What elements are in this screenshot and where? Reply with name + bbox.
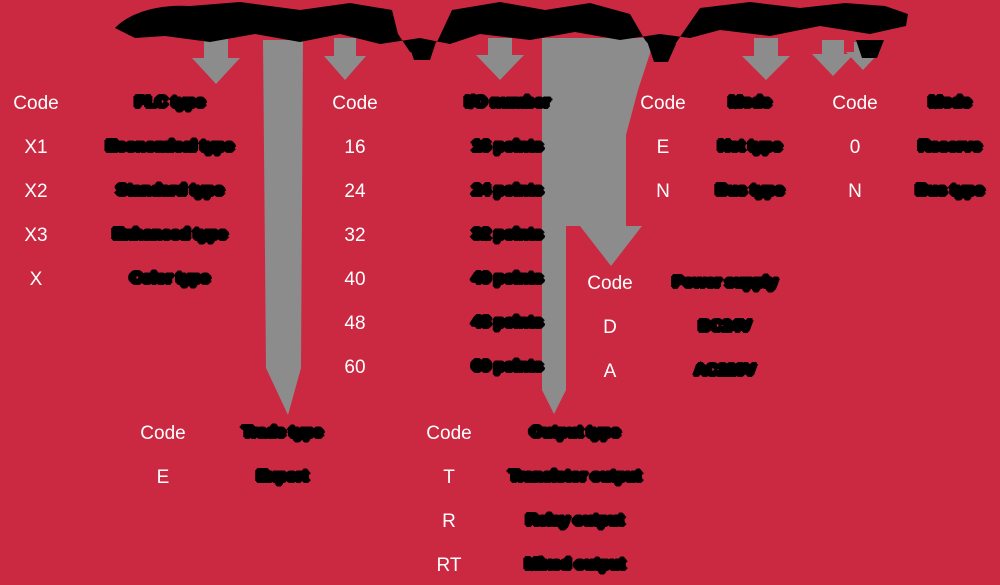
- table-row: D DC24V: [580, 305, 795, 349]
- code-header: Code: [832, 92, 878, 114]
- code-cell: 0: [849, 136, 861, 158]
- table-row: 48 48 points: [325, 301, 615, 345]
- desc-cell: 16 points: [471, 137, 544, 156]
- table-row: A AC220V: [580, 349, 795, 393]
- table-header-row: Code Output type: [420, 411, 660, 455]
- table-trade-type: Code Trade type E Export: [135, 411, 340, 499]
- desc-cell: Color type: [129, 269, 211, 288]
- desc-cell: Export: [256, 467, 310, 486]
- code-cell: E: [656, 136, 670, 158]
- desc-cell: Relay output: [525, 511, 625, 530]
- desc-cell: Net type: [717, 137, 783, 156]
- desc-cell: 48 points: [471, 313, 544, 332]
- desc-cell: Bus type: [715, 181, 786, 200]
- desc-header: Mode: [728, 93, 773, 112]
- table-io-number: Code I/O number 16 16 points 24 24 point…: [325, 81, 615, 389]
- code-cell: X: [29, 268, 43, 290]
- desc-cell: Standard type: [115, 181, 225, 200]
- table-row: 16 16 points: [325, 125, 615, 169]
- table-mode-0n: Code Mode 0 Reserve N Bus type: [827, 81, 1000, 213]
- table-row: N Bus type: [827, 169, 1000, 213]
- code-header: Code: [332, 92, 378, 114]
- arrow-to-mode-en: [742, 38, 790, 80]
- code-header: Code: [140, 422, 186, 444]
- code-header: Code: [587, 272, 633, 294]
- desc-cell: 32 points: [471, 225, 544, 244]
- desc-cell: 24 points: [471, 181, 544, 200]
- desc-header: Mode: [928, 93, 973, 112]
- desc-cell: DC24V: [698, 317, 753, 336]
- table-mode-en: Code Mode E Net type N Bus type: [635, 81, 805, 213]
- code-cell: RT: [436, 554, 462, 576]
- table-row: 40 40 points: [325, 257, 615, 301]
- arrow-to-plc-type: [192, 38, 240, 84]
- code-cell: A: [603, 360, 617, 382]
- arrow-small-mid: [476, 38, 524, 80]
- code-cell: X3: [24, 224, 48, 246]
- code-cell: 32: [344, 224, 366, 246]
- table-row: 32 32 points: [325, 213, 615, 257]
- table-header-row: Code Mode: [827, 81, 1000, 125]
- code-cell: 24: [344, 180, 366, 202]
- table-row: X Color type: [5, 257, 245, 301]
- code-cell: 48: [344, 312, 366, 334]
- table-row: X3 Enhanced type: [5, 213, 245, 257]
- table-power-supply: Code Power supply D DC24V A AC220V: [580, 261, 795, 393]
- table-header-row: Code Trade type: [135, 411, 340, 455]
- arrow-to-trade-type: [263, 40, 303, 415]
- code-header: Code: [13, 92, 59, 114]
- desc-cell: Transistor output: [508, 467, 643, 486]
- code-cell: 16: [344, 136, 366, 158]
- arrow-to-mode-0n: [812, 40, 854, 76]
- desc-header: PLC type: [134, 93, 206, 112]
- table-row: 0 Reserve: [827, 125, 1000, 169]
- table-row: R Relay output: [420, 499, 660, 543]
- desc-header: Trade type: [241, 423, 324, 442]
- desc-header: I/O number: [464, 93, 551, 112]
- code-cell: R: [442, 510, 456, 532]
- table-header-row: Code Power supply: [580, 261, 795, 305]
- model-number-banner: [115, 2, 908, 62]
- code-header: Code: [426, 422, 472, 444]
- code-cell: X1: [24, 136, 48, 158]
- table-row: X2 Standard type: [5, 169, 245, 213]
- code-cell: E: [156, 466, 170, 488]
- arrow-to-io-number: [324, 38, 366, 80]
- table-output-type: Code Output type T Transistor output R R…: [420, 411, 660, 585]
- desc-cell: Mixed output: [524, 555, 627, 574]
- table-row: 60 60 points: [325, 345, 615, 389]
- code-cell: N: [656, 180, 670, 202]
- desc-cell: Reserve: [917, 137, 982, 156]
- desc-header: Power supply: [671, 273, 778, 292]
- table-row: RT Mixed output: [420, 543, 660, 585]
- code-cell: N: [848, 180, 862, 202]
- table-header-row: Code Mode: [635, 81, 805, 125]
- desc-cell: AC220V: [693, 361, 756, 380]
- desc-cell: 40 points: [471, 269, 544, 288]
- table-row: 24 24 points: [325, 169, 615, 213]
- code-cell: D: [603, 316, 617, 338]
- table-row: E Export: [135, 455, 340, 499]
- code-cell: 40: [344, 268, 366, 290]
- code-cell: X2: [24, 180, 48, 202]
- table-row: T Transistor output: [420, 455, 660, 499]
- table-header-row: Code I/O number: [325, 81, 615, 125]
- arrow-small-right: [846, 42, 880, 70]
- desc-cell: Enhanced type: [112, 225, 229, 244]
- code-cell: T: [443, 466, 455, 488]
- desc-cell: Bus type: [915, 181, 986, 200]
- table-row: E Net type: [635, 125, 805, 169]
- table-plc-type: Code PLC type X1 Economical type X2 Stan…: [5, 81, 245, 301]
- table-row: X1 Economical type: [5, 125, 245, 169]
- desc-header: Output type: [529, 423, 622, 442]
- desc-cell: Economical type: [105, 137, 235, 156]
- table-header-row: Code PLC type: [5, 81, 245, 125]
- code-header: Code: [640, 92, 686, 114]
- desc-cell: 60 points: [471, 357, 544, 376]
- code-cell: 60: [344, 356, 366, 378]
- table-row: N Bus type: [635, 169, 805, 213]
